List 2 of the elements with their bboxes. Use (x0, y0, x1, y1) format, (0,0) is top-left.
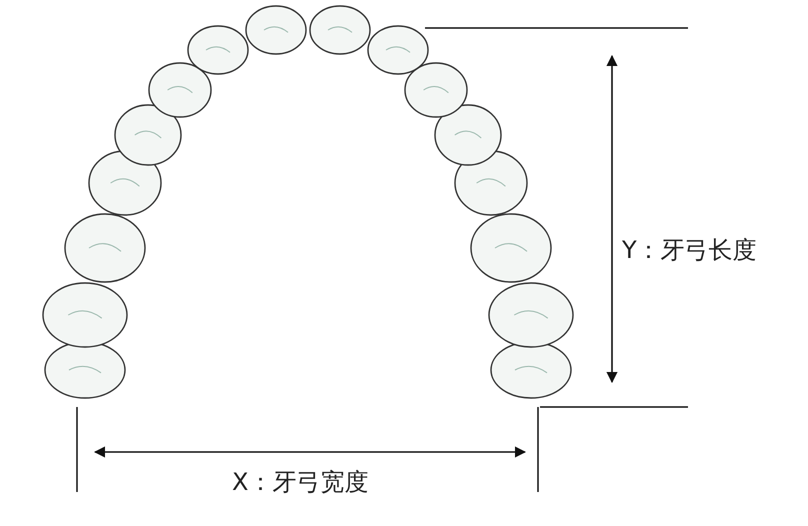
dimension-label: X：牙弓宽度 (232, 470, 368, 494)
dimension-label: Y：牙弓长度 (622, 238, 757, 262)
